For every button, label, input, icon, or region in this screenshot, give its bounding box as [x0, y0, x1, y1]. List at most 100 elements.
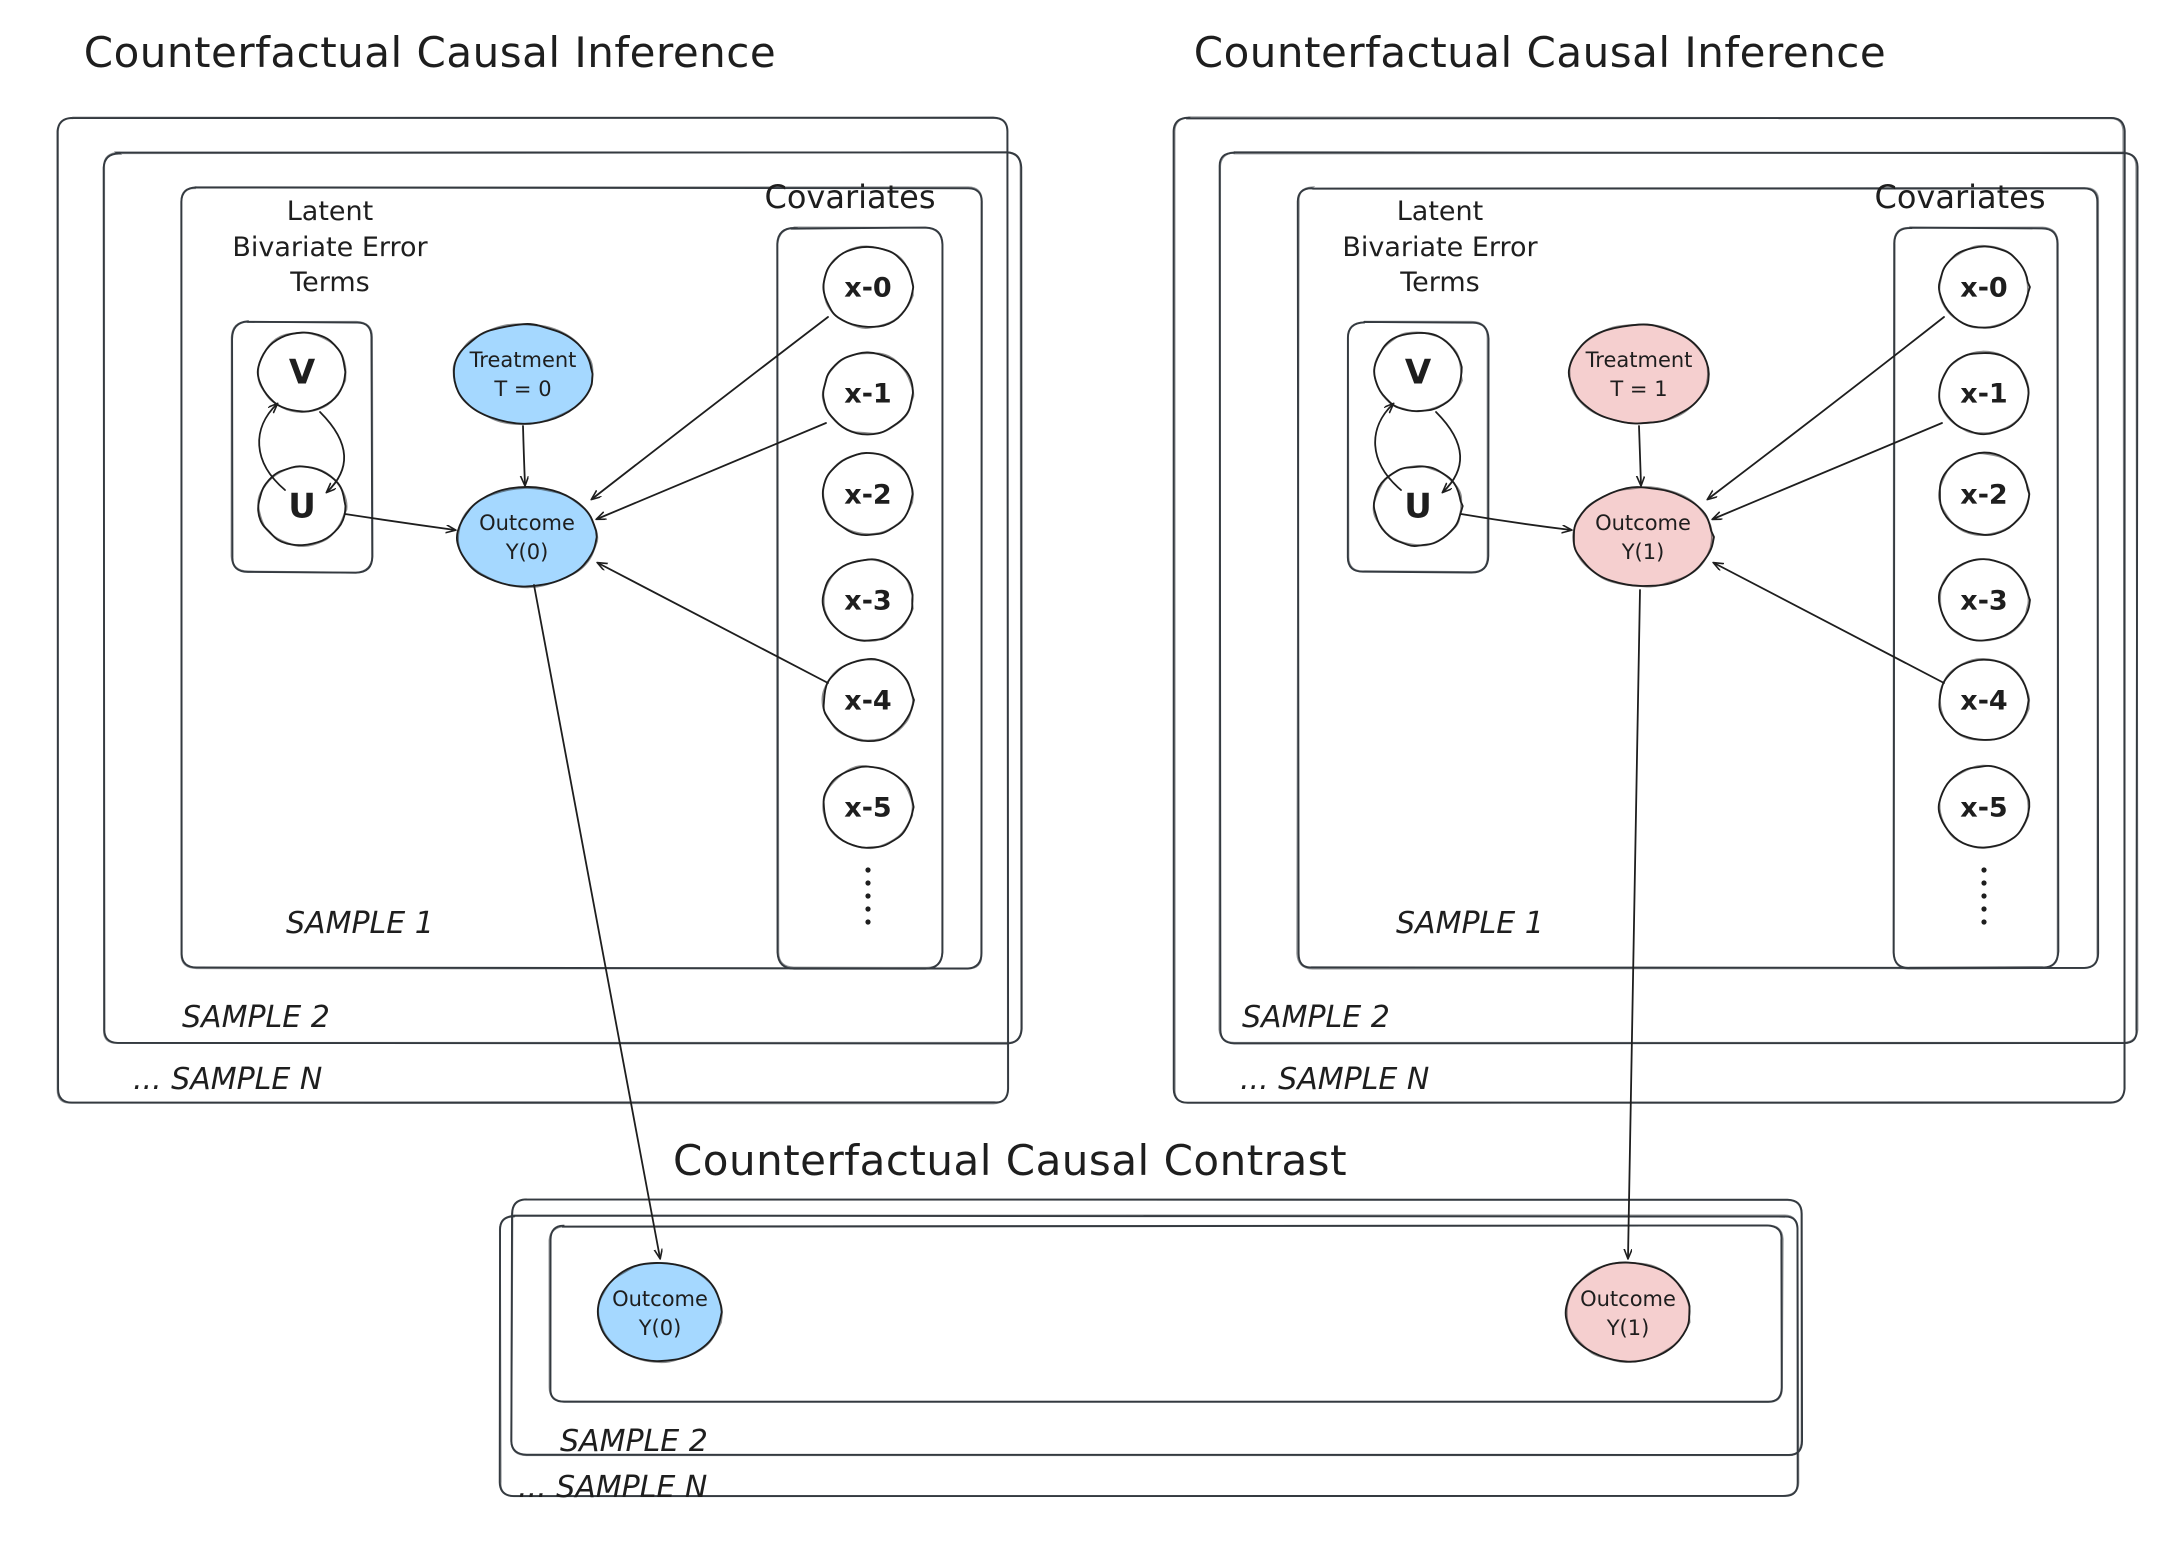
panel-title-right: Counterfactual Causal Inference — [1193, 28, 1887, 77]
covariates-ellipsis-dot — [865, 867, 871, 873]
edge-x1-to-outcome — [1713, 422, 1943, 519]
node-latent-v — [1373, 331, 1463, 413]
latent-label-line-3: Terms — [290, 267, 370, 299]
covariates-ellipsis-dot — [865, 906, 871, 912]
node-treatment — [1567, 323, 1710, 425]
latent-label-line-1: Latent — [1396, 196, 1484, 227]
contrast-plate-inner — [548, 1224, 1784, 1403]
node-covariate — [1938, 350, 2030, 436]
edge-x1-to-outcome — [597, 422, 827, 519]
edge-v-to-u — [319, 411, 346, 492]
node-covariate — [1937, 451, 2031, 536]
node-covariate-label: x-2 — [844, 480, 891, 511]
node-covariate-label: x-1 — [1960, 379, 2007, 410]
sample-label-right-1: SAMPLE 1 — [1396, 906, 1544, 941]
node-latent-u-label: U — [1404, 487, 1432, 527]
edge-x0-to-outcome — [592, 316, 829, 499]
contrast-node-outcome-y1 — [1564, 1261, 1691, 1363]
node-covariate-label: x-5 — [844, 793, 891, 824]
panel-title-contrast: Counterfactual Causal Contrast — [672, 1136, 1348, 1185]
covariates-ellipsis-dot — [865, 893, 871, 899]
covariates-ellipsis-dot — [865, 880, 871, 886]
node-covariate-label: x-2 — [1960, 480, 2007, 511]
edge-u-to-outcome — [344, 513, 455, 530]
sample-label-left-n: ... SAMPLE N — [133, 1062, 323, 1097]
node-outcome-label-1: Outcome — [1595, 511, 1691, 535]
node-covariate-label: x-1 — [844, 379, 891, 410]
covariates-ellipsis-dot — [1981, 919, 1987, 925]
edge-v-to-u — [1435, 411, 1462, 492]
edge-x4-to-outcome — [1714, 563, 1945, 684]
sample-label-right-2: SAMPLE 2 — [1242, 1000, 1390, 1035]
contrast-node-outcome-y1-label-1: Outcome — [1580, 1287, 1676, 1311]
plate-sample-1 — [180, 186, 983, 970]
latent-group-label-left: Latent Bivariate Error Terms — [200, 194, 460, 301]
node-treatment — [452, 323, 594, 426]
node-covariate-label: x-3 — [844, 586, 891, 617]
covariates-box — [1892, 226, 2060, 970]
latent-terms-box — [1346, 320, 1490, 574]
node-treatment-label-1: Treatment — [1585, 348, 1693, 372]
sample-label-right-n: ... SAMPLE N — [1240, 1062, 1430, 1097]
node-covariate-label: x-0 — [844, 273, 891, 304]
node-outcome-label-1: Outcome — [479, 511, 575, 535]
node-outcome-label-2: Y(1) — [1621, 540, 1665, 564]
node-covariate — [1937, 764, 2031, 849]
latent-label-line-2: Bivariate Error — [232, 231, 428, 263]
latent-group-label-right: Latent Bivariate Error Terms — [1310, 194, 1570, 301]
contrast-plate-sample-n — [498, 1214, 1800, 1498]
contrast-node-outcome-y1-label-2: Y(1) — [1606, 1316, 1650, 1340]
node-latent-v-label: V — [289, 353, 316, 393]
node-latent-v-label: V — [1405, 353, 1432, 393]
node-covariate-label: x-4 — [1960, 686, 2007, 717]
contrast-node-outcome-y0-label-2: Y(0) — [638, 1316, 682, 1340]
contrast-plate-sample-2 — [510, 1198, 1804, 1457]
edge-left-outcome-to-contrast — [533, 584, 660, 1258]
node-covariate — [822, 765, 915, 850]
covariates-ellipsis-dot — [1981, 880, 1987, 886]
node-covariate — [821, 451, 914, 537]
node-covariate-label: x-5 — [1960, 793, 2007, 824]
sample-label-contrast-n: ... SAMPLE N — [518, 1470, 708, 1505]
node-treatment-label-1: Treatment — [469, 348, 577, 372]
node-covariate — [821, 351, 915, 436]
node-latent-v — [256, 331, 347, 413]
node-covariate — [821, 558, 914, 642]
covariates-ellipsis-dot — [865, 919, 871, 925]
plate-sample-n — [1172, 116, 2126, 1104]
node-covariate-label: x-3 — [1960, 586, 2007, 617]
edge-u-to-v — [258, 404, 286, 491]
contrast-node-outcome-y0 — [596, 1261, 723, 1364]
node-covariate — [821, 657, 915, 743]
covariates-ellipsis-dot — [1981, 906, 1987, 912]
node-outcome — [1572, 486, 1715, 588]
latent-label-line-2: Bivariate Error — [1342, 231, 1538, 263]
node-outcome — [455, 486, 599, 589]
sample-label-left-1: SAMPLE 1 — [286, 906, 434, 941]
latent-label-line-3: Terms — [1400, 267, 1480, 299]
edge-x4-to-outcome — [598, 563, 829, 684]
sample-label-contrast-2: SAMPLE 2 — [560, 1424, 708, 1459]
edge-x0-to-outcome — [1708, 316, 1945, 499]
latent-label-line-1: Latent — [286, 196, 374, 227]
edge-right-outcome-to-contrast — [1628, 589, 1641, 1258]
covariates-ellipsis-dot — [1981, 867, 1987, 873]
node-covariate-label: x-4 — [844, 686, 891, 717]
node-covariate — [822, 245, 915, 329]
edge-u-to-outcome — [1460, 513, 1571, 530]
covariates-ellipsis-dot — [1981, 893, 1987, 899]
sample-label-left-2: SAMPLE 2 — [182, 1000, 330, 1035]
edge-treatment-to-outcome — [1639, 425, 1641, 485]
covariates-box — [776, 226, 944, 970]
node-covariate-label: x-0 — [1960, 273, 2007, 304]
node-covariate — [1938, 658, 2031, 742]
node-covariate — [1938, 558, 2031, 642]
plate-sample-n — [56, 116, 1010, 1105]
edge-treatment-to-outcome — [523, 425, 525, 485]
node-covariate — [1938, 244, 2031, 329]
node-treatment-label-2: T = 0 — [493, 377, 551, 401]
node-treatment-label-2: T = 1 — [1609, 377, 1667, 401]
covariates-label-left: Covariates — [764, 178, 936, 216]
